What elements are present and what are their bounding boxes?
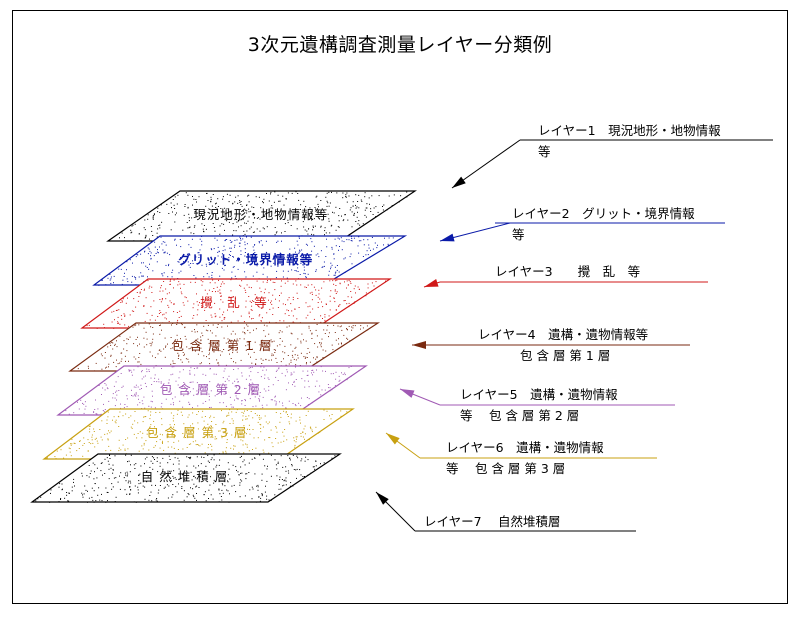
layer-4-sublabel: 包 含 層 第 1 層 — [520, 348, 611, 363]
layer-7-label: レイヤー7 自然堆積層 — [424, 514, 561, 529]
plane-label-kakuran: 攪 乱 等 — [200, 294, 268, 310]
plane-label-grid: グリット・境界情報等 — [178, 251, 314, 267]
layer-2-sublabel: 等 — [512, 227, 525, 242]
plane-label-hogan-1: 包 含 層 第 1 層 — [171, 338, 273, 353]
plane-texture-shizen — [35, 454, 336, 503]
layer-6-sublabel: 等 包 含 層 第 3 層 — [446, 461, 566, 476]
layer-7-arrow-head — [376, 492, 389, 505]
plane-label-hogan-2: 包 含 層 第 2 層 — [159, 381, 262, 397]
layer-5-sublabel: 等 包 含 層 第 2 層 — [460, 408, 580, 423]
layer-3-arrow-head — [424, 279, 439, 287]
layer-5-arrow-head — [400, 389, 415, 398]
plane-label-genkyo: 現況地形・地物情報等 — [193, 207, 329, 222]
layer-6-arrow-head — [386, 433, 400, 445]
layer-1-arrow-head — [452, 176, 466, 188]
layer-6-label: レイヤー6 遺構・遺物情報 — [446, 440, 604, 455]
layer-5-label: レイヤー5 遺構・遺物情報 — [460, 387, 618, 402]
layer-3-label: レイヤー3 攪 乱 等 — [495, 264, 641, 279]
layer-2-arrow-head — [440, 233, 455, 242]
plane-label-hogan-3: 包 含 層 第 3 層 — [146, 425, 248, 440]
page-title: 3次元遺構調査測量レイヤー分類例 — [247, 34, 553, 56]
plane-texture-hogan3 — [46, 409, 348, 460]
layer-1-sublabel: 等 — [538, 144, 551, 159]
diagram-frame — [12, 10, 788, 604]
plane-shizen — [30, 453, 342, 503]
layer-4-arrow-head — [412, 341, 426, 349]
layer-2-label: レイヤー2 グリット・境界情報 — [512, 206, 695, 221]
layer-4-label: レイヤー4 遺構・遺物情報等 — [478, 327, 649, 342]
plane-texture-hogan1 — [77, 323, 369, 372]
plane-label-shizen: 自 然 堆 積 層 — [140, 469, 229, 484]
layer-1-label: レイヤー1 現況地形・地物情報 — [538, 123, 721, 138]
